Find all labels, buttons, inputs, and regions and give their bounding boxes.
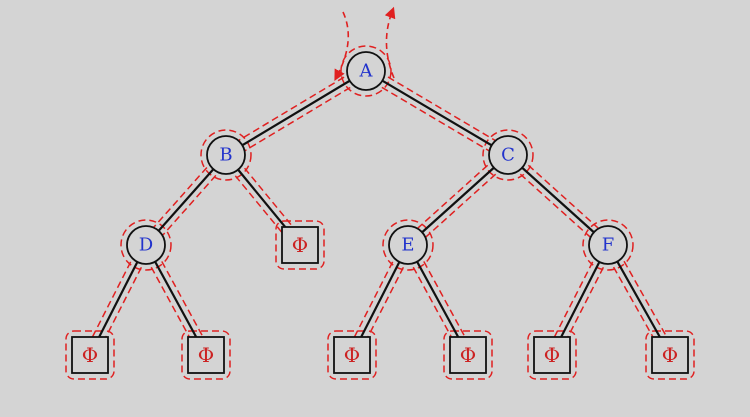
trace-segment-C-E-b	[411, 158, 513, 251]
trace-around-D-left	[65, 330, 115, 380]
trace-around-B-right	[275, 220, 325, 270]
trace-around-E-left	[327, 330, 377, 380]
null-leaf-F-right: Φ	[651, 336, 689, 374]
traversal-trace	[65, 45, 695, 380]
trace-segment-E-E-right-b	[412, 241, 474, 353]
null-leaf-symbol: Φ	[460, 343, 476, 367]
null-leaf-box	[449, 336, 487, 374]
null-leaf-F-left: Φ	[533, 336, 571, 374]
null-leaf-E-right: Φ	[449, 336, 487, 374]
node-circle	[488, 135, 528, 175]
node-circle	[126, 225, 166, 265]
node-label: B	[219, 145, 232, 166]
node-label: C	[501, 145, 515, 166]
tree-node-E: E	[388, 225, 428, 265]
trace-segment-C-F-a	[503, 158, 605, 251]
node-circle	[346, 51, 386, 91]
node-label: A	[359, 61, 374, 82]
traversal-entry-arrow	[334, 11, 350, 81]
tree-node-B: B	[206, 135, 246, 175]
trace-segment-F-F-right-b	[612, 241, 676, 353]
node-label: F	[602, 235, 615, 256]
trace-around-F-left	[527, 330, 577, 380]
null-leaf-D-right: Φ	[187, 336, 225, 374]
node-circle	[206, 135, 246, 175]
null-leaf-box	[71, 336, 109, 374]
trace-segment-F-F-left-a	[545, 241, 604, 353]
tree-node-D: D	[126, 225, 166, 265]
trace-segment-B-B-right-a	[220, 158, 296, 250]
trace-segment-C-F-b	[511, 149, 613, 242]
null-leaf-D-left: Φ	[71, 336, 109, 374]
null-leaf-symbol: Φ	[662, 343, 678, 367]
node-label: D	[139, 235, 153, 256]
edge-A-C	[365, 70, 509, 156]
trace-around-E-right	[443, 330, 493, 380]
trace-segment-A-C-b	[368, 65, 512, 151]
trace-segment-B-B-right-b	[230, 150, 306, 242]
null-leaf-symbol: Φ	[198, 343, 214, 367]
edge-C-F	[507, 154, 609, 246]
traversal-exit-arrow	[384, 6, 396, 79]
trace-segment-A-B-b	[228, 75, 370, 161]
null-leaf-symbol: Φ	[292, 233, 308, 257]
trace-segment-B-D-b	[149, 158, 232, 250]
null-leaf-box	[651, 336, 689, 374]
tree-node-F: F	[588, 225, 628, 265]
edge-C-E	[407, 154, 509, 246]
null-leaf-B-right: Φ	[281, 226, 319, 264]
null-leaf-box	[333, 336, 371, 374]
node-label: E	[401, 235, 414, 256]
null-leaf-box	[187, 336, 225, 374]
trace-segment-C-E-a	[403, 149, 505, 242]
trace-segment-D-D-right-b	[150, 241, 212, 353]
trace-around-D	[120, 219, 172, 271]
tree-nodes: A B C D E F Φ Φ Φ Φ Φ Φ Φ	[71, 51, 689, 374]
trace-around-E	[382, 219, 434, 271]
trace-around-C	[482, 129, 534, 181]
trace-segment-B-D-a	[140, 150, 223, 242]
trace-around-D-right	[181, 330, 231, 380]
trace-segment-E-E-left-a	[345, 241, 404, 353]
null-leaf-symbol: Φ	[82, 343, 98, 367]
node-circle	[388, 225, 428, 265]
null-leaf-symbol: Φ	[544, 343, 560, 367]
trace-segment-D-D-left-a	[83, 241, 142, 353]
null-leaf-box	[533, 336, 571, 374]
trace-around-B	[200, 129, 252, 181]
trace-around-F-right	[645, 330, 695, 380]
null-leaf-symbol: Φ	[344, 343, 360, 367]
node-circle	[588, 225, 628, 265]
null-leaf-box	[281, 226, 319, 264]
null-leaf-E-left: Φ	[333, 336, 371, 374]
tree-node-C: C	[488, 135, 528, 175]
trace-segment-A-C-a	[362, 75, 506, 161]
edge-B-D	[145, 154, 227, 246]
trace-around-F	[582, 219, 634, 271]
edge-A-B	[225, 70, 367, 156]
tree-node-A: A	[346, 51, 386, 91]
